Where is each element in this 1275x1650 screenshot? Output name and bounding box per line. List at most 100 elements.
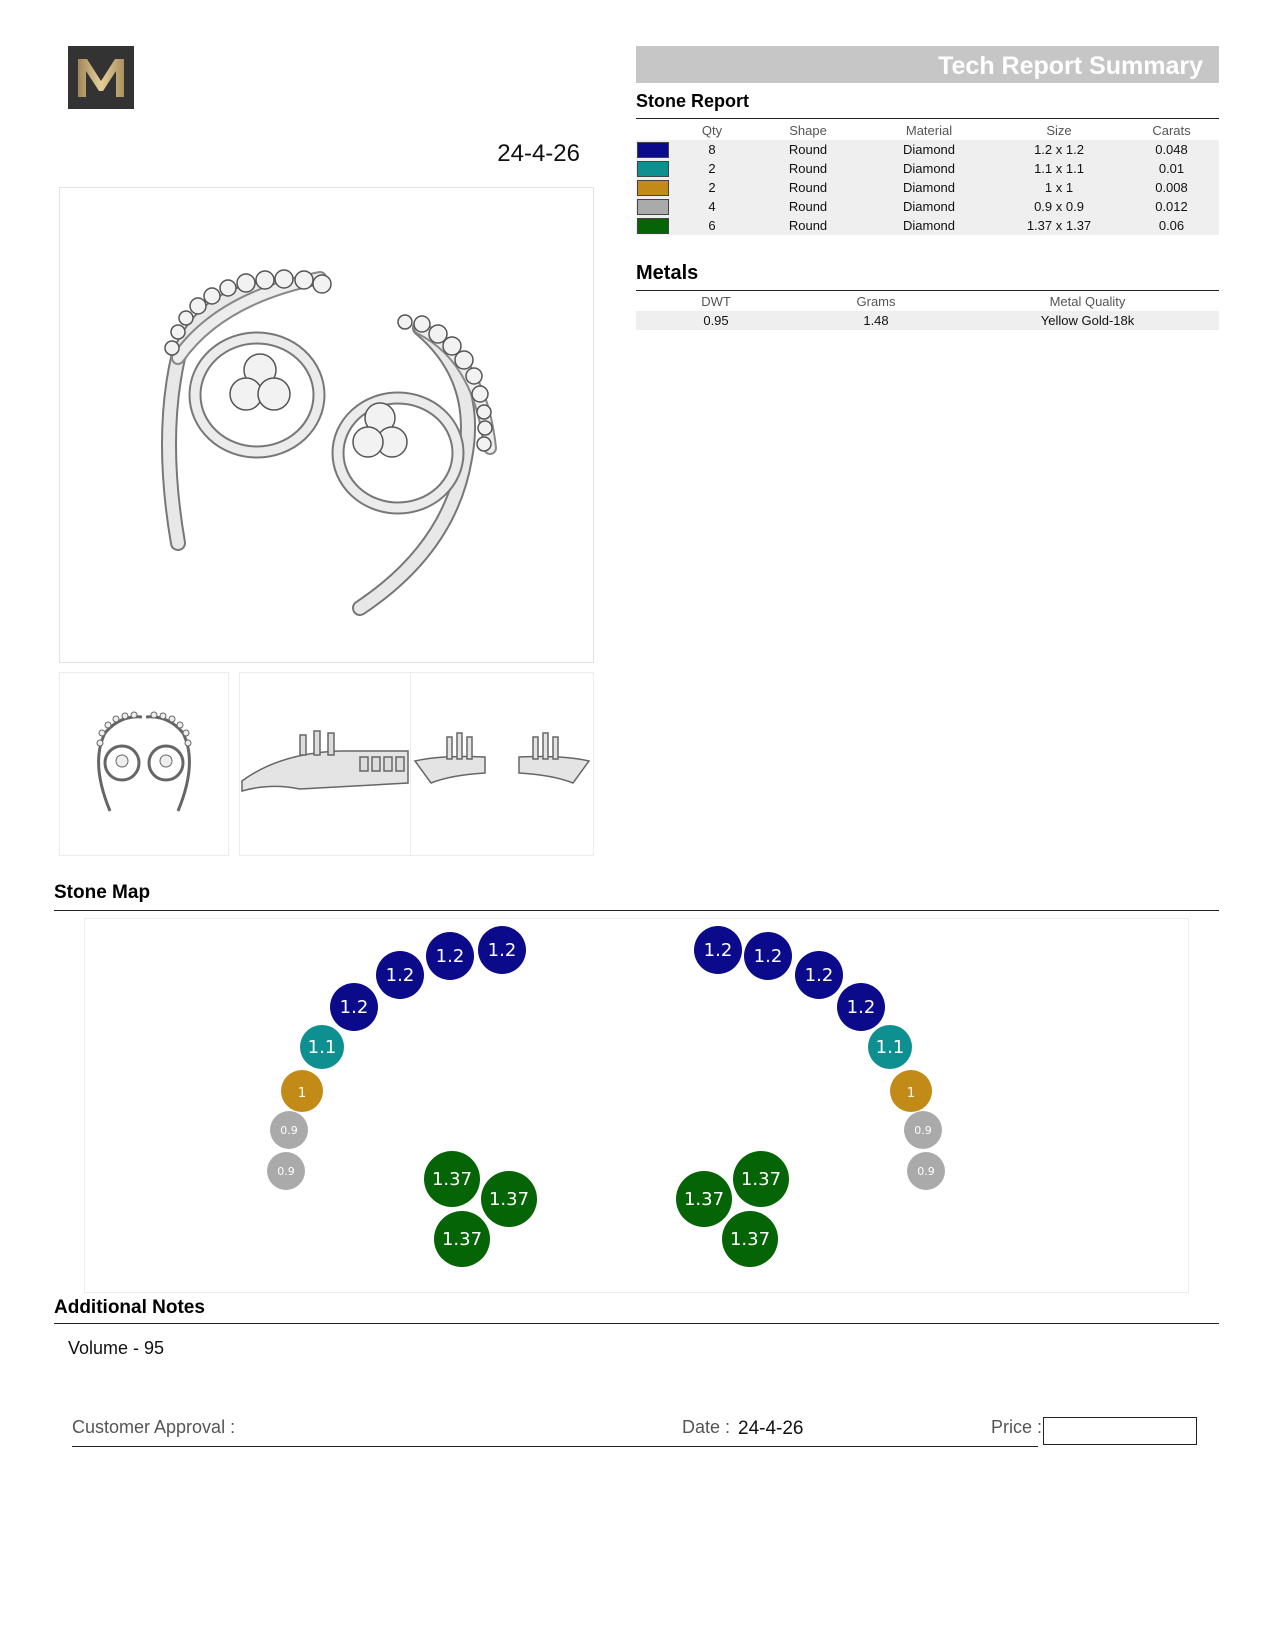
stone-map-stone: 0.9 <box>904 1111 942 1149</box>
stone-size: 0.9 x 0.9 <box>994 197 1124 216</box>
stone-map-divider <box>54 910 1219 911</box>
stone-size-label: 0.9 <box>277 1165 295 1178</box>
stone-circle <box>837 983 885 1031</box>
stone-circle <box>300 1025 344 1069</box>
stone-size-label: 1.2 <box>386 965 415 986</box>
col-header-qty: Qty <box>701 123 723 138</box>
stone-qty: 6 <box>672 216 752 235</box>
stone-map-stone: 1.2 <box>478 926 526 974</box>
thumbnail-front-view <box>59 672 229 856</box>
metal-dwt: 0.95 <box>636 311 796 330</box>
stone-circle <box>481 1171 537 1227</box>
stone-map-frame <box>84 918 1189 1293</box>
stone-material: Diamond <box>864 178 994 197</box>
stone-color-cell <box>636 140 672 159</box>
stone-size-label: 1.2 <box>340 997 369 1018</box>
stone-carats: 0.008 <box>1124 178 1219 197</box>
stone-shape: Round <box>752 216 864 235</box>
col-header-grams: Grams <box>856 294 896 309</box>
stone-color-cell <box>636 159 672 178</box>
stone-size-label: 1.2 <box>436 946 465 967</box>
stone-size-label: 1.37 <box>684 1189 724 1210</box>
stone-circle <box>722 1211 778 1267</box>
notes-text: Volume - 95 <box>68 1338 165 1358</box>
stone-color-cell <box>636 216 672 235</box>
stone-color-swatch <box>637 141 669 158</box>
stone-circle <box>795 951 843 999</box>
additional-notes-title: Additional Notes <box>54 1297 205 1318</box>
stone-circle <box>330 983 378 1031</box>
stone-size-label: 1.37 <box>442 1229 482 1250</box>
stone-map-stone: 1.37 <box>733 1151 789 1207</box>
stone-circle <box>694 926 742 974</box>
col-header-size: Size <box>1046 123 1072 138</box>
stone-size-label: 1.37 <box>730 1229 770 1250</box>
metal-grams: 1.48 <box>796 311 956 330</box>
stone-map-stone: 1.2 <box>795 951 843 999</box>
main-product-view <box>59 187 594 663</box>
stone-map-stone: 1.2 <box>694 926 742 974</box>
col-header-metal-quality: Metal Quality <box>1049 294 1126 309</box>
stone-circle <box>426 932 474 980</box>
stone-size: 1 x 1 <box>994 178 1124 197</box>
footer-date-value: 24-4-26 <box>738 1418 804 1439</box>
metals-row: 0.95 1.48 Yellow Gold-18k <box>636 311 1219 330</box>
stone-material: Diamond <box>864 159 994 178</box>
stone-shape: Round <box>752 140 864 159</box>
date-label: Date : <box>682 1417 731 1437</box>
stone-size-label: 1.37 <box>432 1169 472 1190</box>
stone-map-stone: 1.37 <box>722 1211 778 1267</box>
stone-report-divider <box>636 118 1219 119</box>
stone-circle <box>907 1152 945 1190</box>
stone-carats: 0.01 <box>1124 159 1219 178</box>
stone-material: Diamond <box>864 140 994 159</box>
stone-circle <box>478 926 526 974</box>
thumbnail-side-view <box>239 672 411 856</box>
price-field[interactable] <box>1043 1417 1197 1445</box>
stone-material: Diamond <box>864 197 994 216</box>
stone-size-label: 0.9 <box>914 1124 932 1137</box>
stone-size-label: 1.2 <box>488 940 517 961</box>
approval-signature-line <box>72 1446 1038 1447</box>
stone-circle <box>904 1111 942 1149</box>
stone-size-label: 1.2 <box>754 946 783 967</box>
stone-circle <box>744 932 792 980</box>
stone-circle <box>868 1025 912 1069</box>
stone-circle <box>281 1070 323 1112</box>
stone-shape: Round <box>752 197 864 216</box>
stone-size-label: 1.2 <box>847 997 876 1018</box>
metals-title: Metals <box>636 262 699 284</box>
stone-map-stone: 1.2 <box>330 983 378 1031</box>
earrings-render <box>161 269 497 616</box>
stone-size: 1.2 x 1.2 <box>994 140 1124 159</box>
stone-size-label: 0.9 <box>917 1165 935 1178</box>
price-label: Price : <box>991 1417 1043 1437</box>
stone-circle <box>270 1111 308 1149</box>
metals-header-row: DWT Grams Metal Quality <box>636 292 1219 311</box>
metal-quality: Yellow Gold-18k <box>956 311 1219 330</box>
stone-map-stone: 1.37 <box>676 1171 732 1227</box>
stone-color-cell <box>636 178 672 197</box>
stone-qty: 4 <box>672 197 752 216</box>
header-date: 24-4-26 <box>497 140 580 167</box>
stone-map-stone: 1.1 <box>300 1025 344 1069</box>
stone-carats: 0.048 <box>1124 140 1219 159</box>
stone-qty: 2 <box>672 178 752 197</box>
stone-color-swatch <box>637 217 669 234</box>
stone-map-stone: 1.2 <box>744 932 792 980</box>
stone-map-stone: 1 <box>890 1070 932 1112</box>
stone-map-stone: 1.1 <box>868 1025 912 1069</box>
stone-color-swatch <box>637 160 669 177</box>
additional-notes-divider <box>54 1323 1219 1324</box>
customer-approval-label: Customer Approval : <box>72 1417 236 1437</box>
col-header-material: Material <box>905 123 953 138</box>
stone-circle <box>676 1171 732 1227</box>
stone-map-stone: 1.2 <box>376 951 424 999</box>
stone-circle <box>267 1152 305 1190</box>
col-header-dwt: DWT <box>701 294 731 309</box>
thumbnail-top-view <box>410 672 594 856</box>
